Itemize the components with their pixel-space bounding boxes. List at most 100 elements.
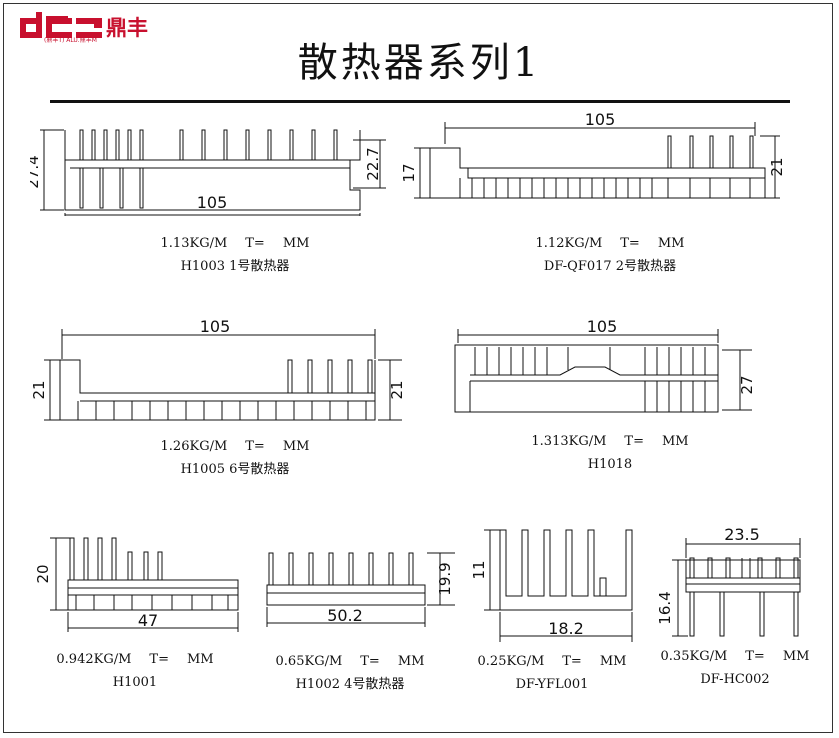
weight: 1.26KG/M	[160, 439, 228, 454]
heatsink-drawing-h1003: 27.4 22.7 105	[30, 129, 386, 216]
dim-width: 18.2	[548, 619, 584, 638]
unit: MM	[657, 236, 685, 251]
heatsink-drawing-h1002: 50.2 19.9	[266, 552, 455, 627]
heatsink-drawing-h1001: 20 47	[34, 537, 239, 632]
top-fins	[287, 359, 373, 393]
dimension-lines	[266, 552, 455, 627]
heatsink-drawing-df-qf017: 105 17 21	[400, 110, 786, 199]
model-name: DF-YFL001	[515, 677, 589, 692]
dimension-lines	[40, 129, 386, 216]
bottom-fins	[79, 168, 144, 209]
profile-outline	[67, 537, 239, 611]
top-fins	[667, 135, 754, 168]
dim-width: 105	[200, 317, 231, 336]
unit: MM	[186, 652, 214, 667]
thickness-label: T=	[360, 654, 380, 669]
dim-height: 27	[738, 375, 756, 394]
dim-height-2: 21	[768, 157, 786, 176]
thickness-label: T=	[745, 649, 765, 664]
dimension-lines	[414, 122, 780, 199]
heatsink-drawing-h1018: 105 27	[454, 317, 756, 413]
bottom-fins	[75, 595, 229, 610]
caption-h1001: 0.942KG/M T= MM H1001	[50, 648, 220, 694]
top-fins	[474, 347, 706, 375]
dimension-lines	[44, 329, 402, 421]
dim-height: 20	[34, 564, 52, 583]
bottom-fins	[459, 178, 751, 198]
caption-df-qf017: 1.12KG/M T= MM DF-QF017 2号散热器	[505, 232, 715, 278]
model-name: H1002 4号散热器	[295, 677, 405, 692]
bottom-fins	[644, 381, 706, 412]
thickness-label: T=	[245, 439, 265, 454]
weight: 0.35KG/M	[660, 649, 728, 664]
top-fins	[689, 557, 799, 578]
thickness-label: T=	[624, 434, 644, 449]
heatsink-drawing-df-yfl001: 11 18.2	[470, 529, 633, 642]
dim-width: 23.5	[724, 525, 760, 544]
dim-height: 16.4	[656, 591, 674, 624]
unit: MM	[397, 654, 425, 669]
caption-h1002: 0.65KG/M T= MM H1002 4号散热器	[270, 650, 430, 696]
thickness-label: T=	[620, 236, 640, 251]
title-divider	[50, 100, 790, 103]
profile-outline	[429, 135, 766, 199]
page-title: 散热器系列1	[297, 40, 542, 86]
unit: MM	[782, 649, 810, 664]
dim-width: 105	[197, 193, 228, 212]
heatsink-drawing-h1005: 105 21 21	[30, 317, 406, 421]
top-fins	[79, 129, 338, 160]
dim-height: 17	[400, 163, 418, 182]
dim-width: 105	[585, 110, 616, 129]
weight: 1.313KG/M	[531, 434, 607, 449]
model-name: H1001	[112, 675, 158, 690]
dimension-lines	[50, 537, 239, 632]
profile-outline	[454, 344, 719, 413]
bottom-fins	[689, 592, 799, 637]
heatsink-drawing-df-hc002: 23.5 16.4	[656, 525, 801, 637]
profile-outline	[499, 529, 633, 611]
bottom-fins	[77, 401, 367, 420]
logo-mark-icon	[20, 12, 102, 38]
weight: 0.25KG/M	[477, 654, 545, 669]
dim-height: 27.4	[30, 155, 42, 188]
dimension-lines	[457, 329, 752, 411]
weight: 0.65KG/M	[275, 654, 343, 669]
dim-height: 19.9	[436, 562, 454, 595]
thickness-label: T=	[245, 236, 265, 251]
dimension-lines	[672, 538, 801, 637]
dim-height: 21	[30, 380, 48, 399]
thickness-label: T=	[149, 652, 169, 667]
model-name: H1018	[587, 457, 633, 472]
profile-outline	[685, 557, 801, 637]
caption-h1018: 1.313KG/M T= MM H1018	[505, 430, 715, 476]
top-fins	[268, 552, 414, 585]
unit: MM	[661, 434, 689, 449]
dim-width: 47	[138, 611, 158, 630]
brand-logo: 鼎丰 (鼎丰T) ALU.鼎丰M	[20, 12, 150, 48]
unit: MM	[282, 236, 310, 251]
top-fins	[69, 537, 163, 580]
dim-width: 50.2	[327, 606, 363, 625]
thickness-label: T=	[562, 654, 582, 669]
profile-outline	[64, 129, 361, 211]
weight: 0.942KG/M	[56, 652, 132, 667]
profile-outline	[266, 552, 426, 606]
model-name: DF-QF017 2号散热器	[543, 259, 677, 274]
unit: MM	[282, 439, 310, 454]
weight: 1.12KG/M	[535, 236, 603, 251]
weight: 1.13KG/M	[160, 236, 228, 251]
profile-outline	[59, 359, 376, 421]
model-name: H1003 1号散热器	[180, 259, 290, 274]
model-name: DF-HC002	[700, 672, 770, 687]
dim-height: 11	[470, 560, 488, 579]
dim-height-2: 21	[388, 380, 406, 399]
caption-h1003: 1.13KG/M T= MM H1003 1号散热器	[130, 232, 340, 278]
caption-df-hc002: 0.35KG/M T= MM DF-HC002	[660, 645, 810, 691]
logo-subtitle: (鼎丰T) ALU.鼎丰M	[44, 37, 97, 44]
dimension-lines	[484, 529, 633, 642]
logo-chinese-text: 鼎丰	[106, 16, 148, 40]
page-frame	[3, 3, 833, 733]
